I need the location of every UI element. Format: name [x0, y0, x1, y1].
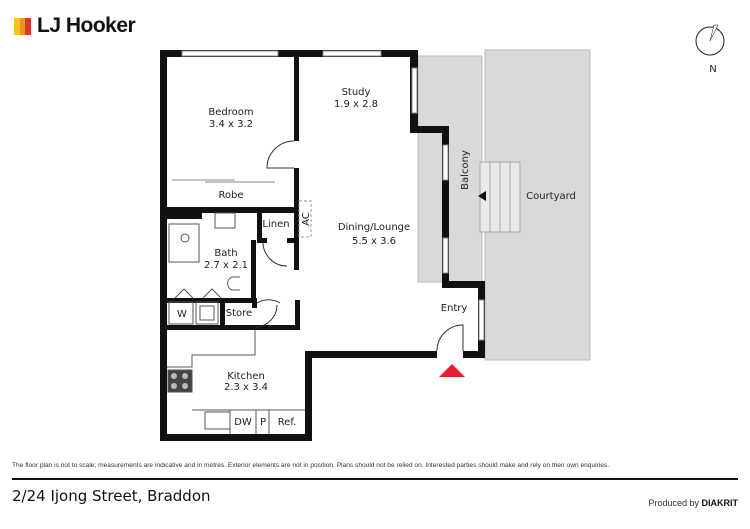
windows — [181, 50, 485, 341]
toilet — [227, 276, 240, 291]
bath-label: Bath — [214, 248, 237, 259]
entry-marker-icon — [439, 364, 465, 377]
bedroom-size: 3.4 x 3.2 — [209, 119, 253, 130]
p-label: P — [260, 417, 266, 428]
entry-label: Entry — [441, 303, 468, 314]
dining-lounge-size: 5.5 x 3.6 — [352, 236, 396, 247]
kitchen-label: Kitchen — [227, 371, 265, 382]
ac-unit — [298, 200, 312, 238]
courtyard-label: Courtyard — [526, 191, 576, 202]
store-label: Store — [226, 308, 252, 319]
basin — [214, 212, 236, 229]
compass-label: N — [709, 64, 716, 75]
balcony-label: Balcony — [460, 150, 471, 190]
balcony-area — [417, 55, 483, 283]
fixtures — [167, 212, 305, 434]
linen-label: Linen — [262, 219, 289, 230]
dw-label: DW — [234, 417, 252, 428]
logo-text: LJ Hooker — [37, 14, 136, 37]
bath-size: 2.7 x 2.1 — [204, 260, 248, 271]
ref-label: Ref. — [278, 417, 297, 428]
lj-hooker-logo: LJ Hooker — [14, 14, 136, 38]
disclaimer: The floor plan is not to scale; measurem… — [12, 462, 610, 469]
produced-by-text: Produced by — [648, 498, 699, 508]
logo-mark-icon — [14, 17, 32, 35]
w-label: W — [177, 309, 187, 320]
cooktop-burners — [171, 373, 188, 389]
robe-label: Robe — [218, 190, 243, 201]
dining-lounge-label: Dining/Lounge — [338, 222, 410, 233]
cooktop — [167, 369, 193, 393]
step-arrow-icon — [478, 191, 486, 201]
ac-label: AC — [301, 212, 312, 226]
kitchen-size: 2.3 x 3.4 — [224, 382, 268, 393]
study-label: Study — [342, 87, 371, 98]
study-size: 1.9 x 2.8 — [334, 99, 378, 110]
divider — [12, 478, 738, 480]
property-address: 2/24 Ijong Street, Braddon — [12, 487, 211, 505]
shower — [168, 223, 200, 263]
produced-by: Produced by DIAKRIT — [648, 498, 738, 508]
robe-doors — [172, 179, 275, 183]
producer-name: DIAKRIT — [701, 498, 739, 508]
north-arrow-icon: N — [695, 24, 725, 75]
bedroom-label: Bedroom — [208, 107, 253, 118]
doors — [255, 140, 464, 352]
